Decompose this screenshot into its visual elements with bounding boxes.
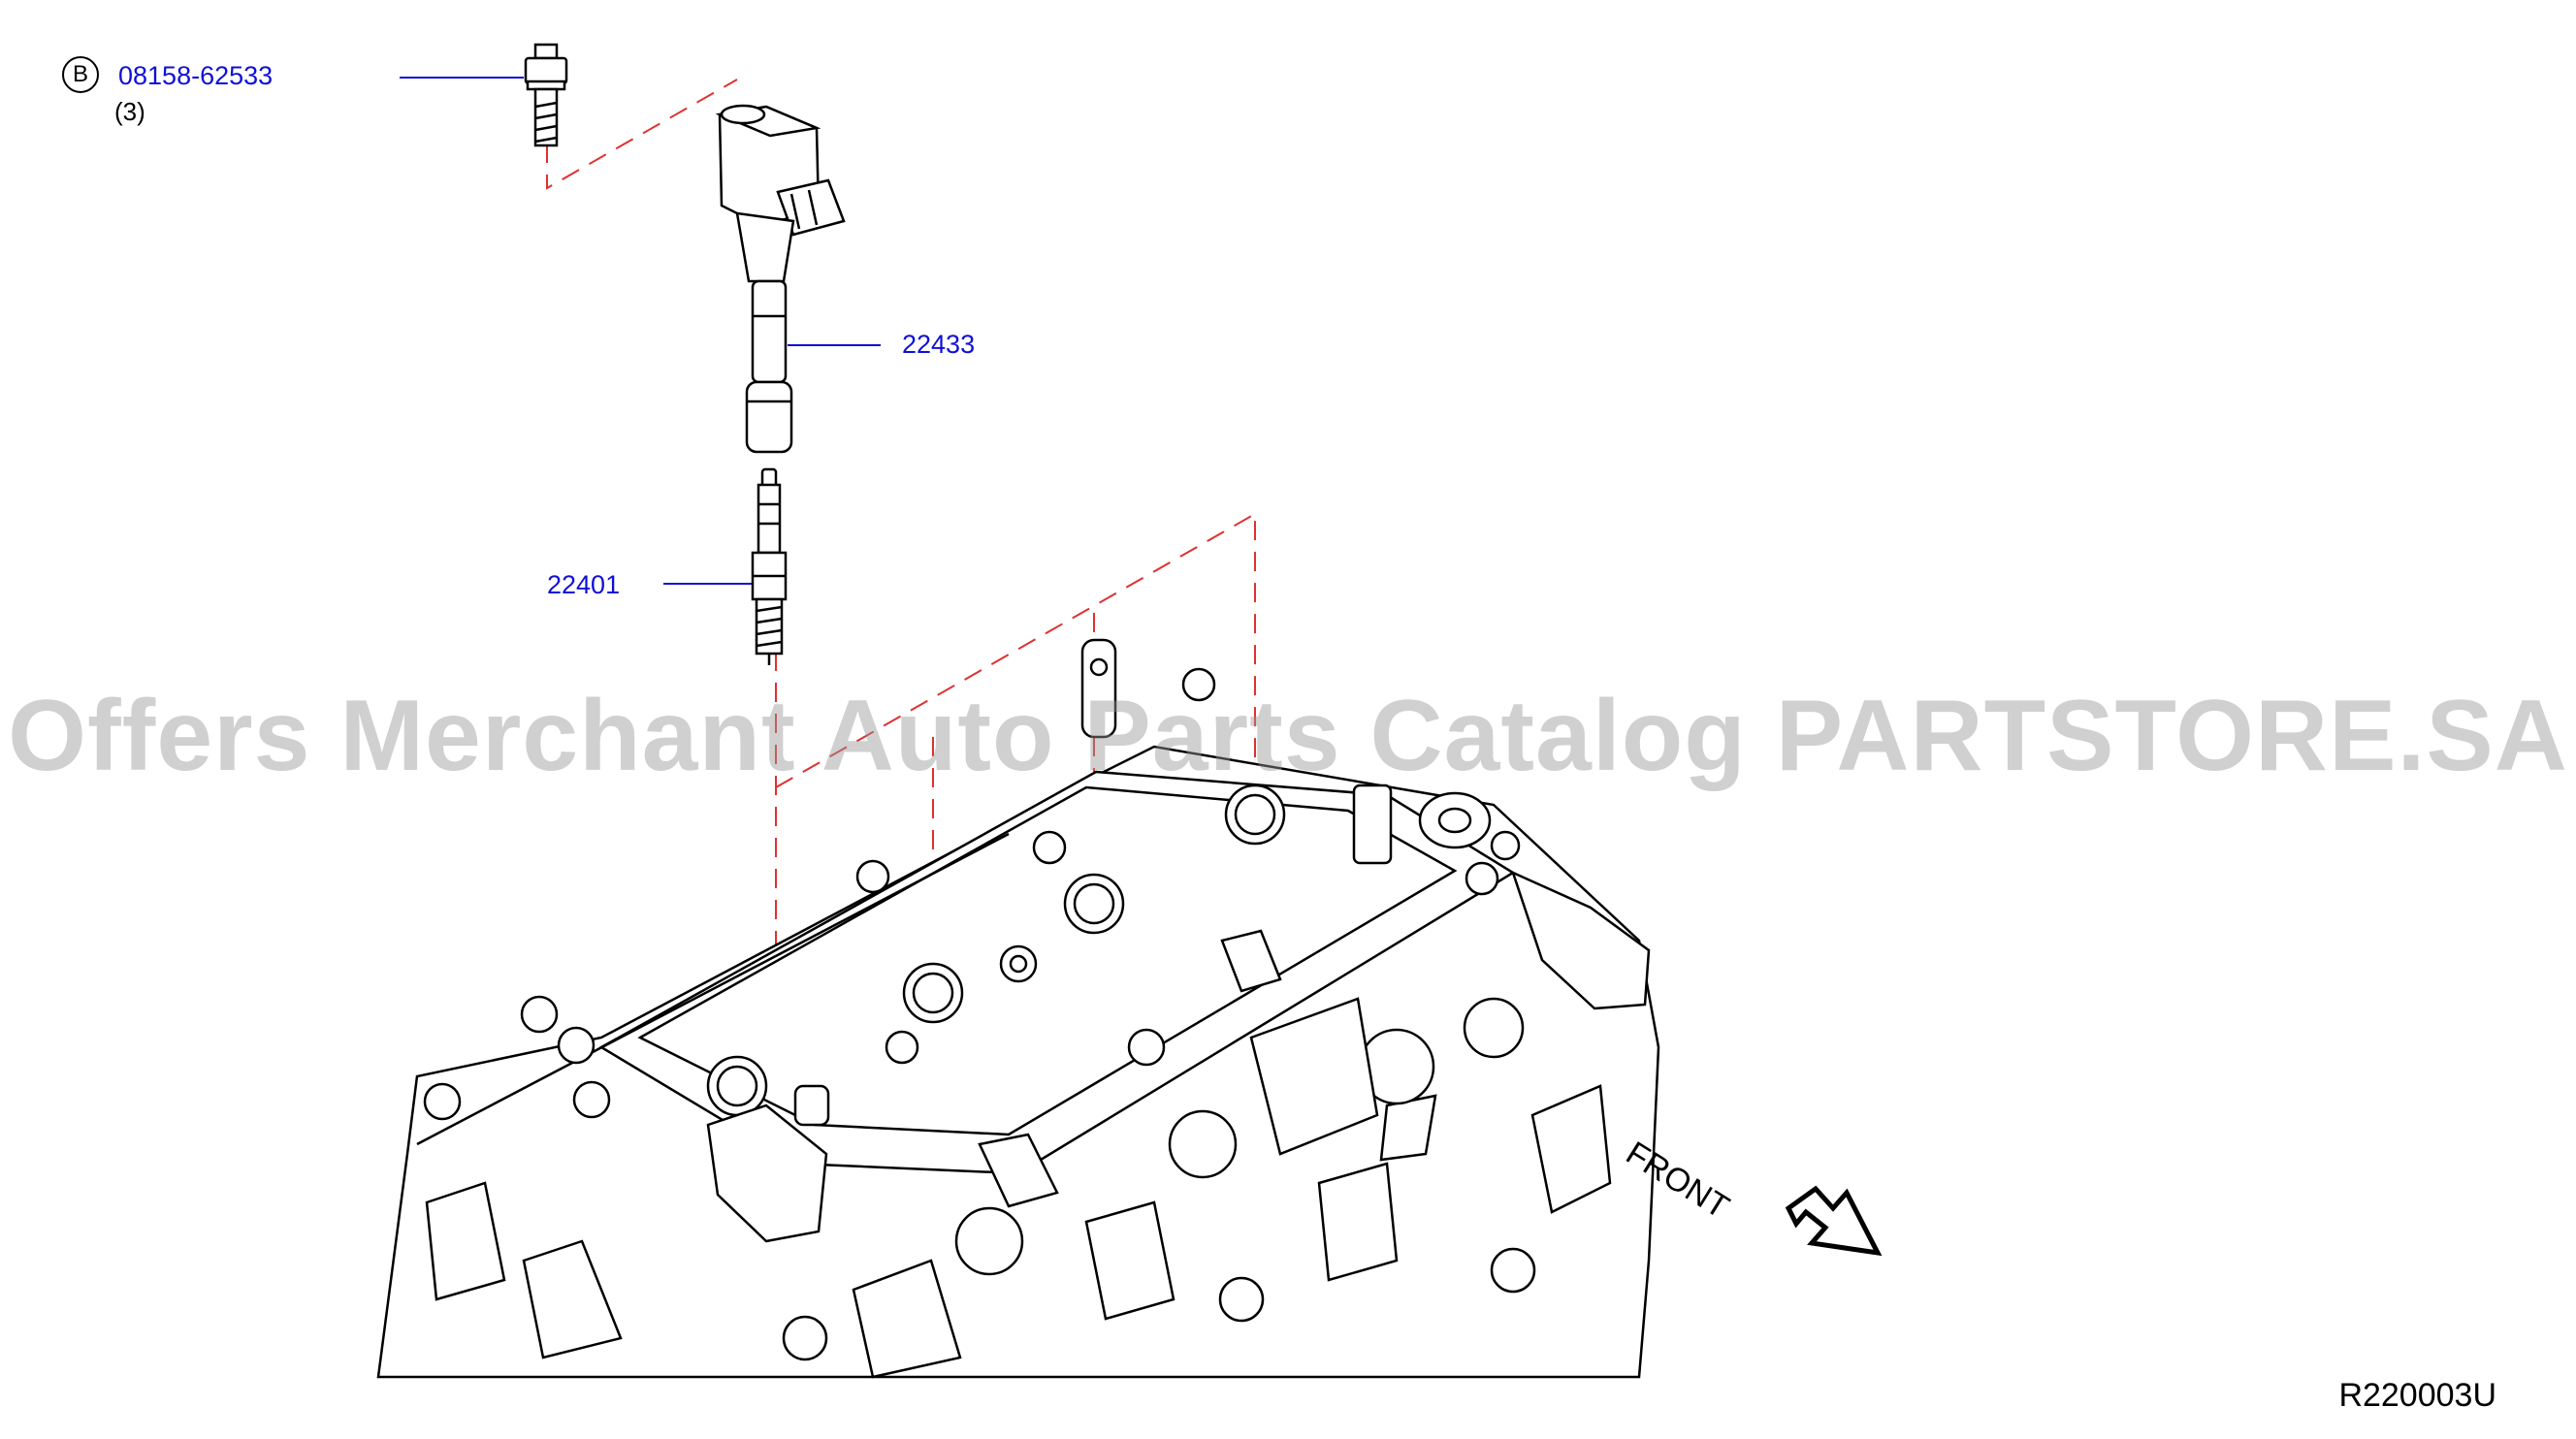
ignition-coil-icon — [715, 104, 846, 454]
diagram-code: R220003U — [2338, 1377, 2496, 1414]
bolt-quantity: (3) — [114, 97, 145, 126]
bolt-icon — [524, 43, 568, 147]
reference-badge: B — [62, 56, 99, 93]
ignition-coil-part-number-link[interactable]: 22433 — [902, 330, 976, 359]
front-arrow-icon — [1785, 1185, 1883, 1257]
spark-plug-icon — [751, 467, 788, 665]
leader-lines — [400, 77, 881, 585]
spark-plug-part-number-link[interactable]: 22401 — [547, 570, 621, 599]
engine-head-icon — [376, 638, 1660, 1379]
bolt-part-number-link[interactable]: 08158-62533 — [118, 61, 274, 90]
